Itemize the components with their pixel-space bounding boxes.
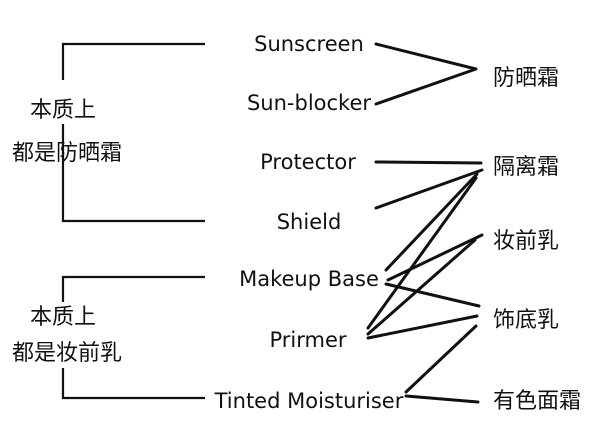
link-line [384, 282, 481, 308]
link-line [386, 233, 484, 282]
left-term-prirmer: Prirmer [269, 328, 346, 352]
left-term-protector: Protector [260, 150, 356, 174]
group-label-primer-line1: 本质上 [30, 305, 96, 330]
left-term-tinted-moisturiser: Tinted Moisturiser [214, 389, 404, 413]
right-term-isolation-cream: 隔离霜 [493, 155, 559, 180]
link-line [374, 42, 478, 71]
right-term-tinted-cream: 有色面霜 [493, 389, 581, 414]
left-term-sun-blocker: Sun-blocker [247, 91, 371, 115]
link-line [366, 238, 477, 336]
group-bracket-primer [61, 275, 205, 400]
link-line [374, 160, 483, 165]
link-line [366, 314, 479, 340]
group-label-sunscreen-line1: 本质上 [30, 98, 96, 123]
left-term-makeup-base: Makeup Base [239, 267, 379, 291]
right-term-sunscreen-cn: 防晒霜 [493, 66, 559, 91]
link-line [374, 67, 478, 106]
link-line [366, 176, 478, 330]
left-term-sunscreen: Sunscreen [254, 32, 364, 56]
link-line [374, 168, 484, 210]
right-term-base-lotion: 饰底乳 [493, 308, 559, 333]
group-label-sunscreen-line2: 都是防晒霜 [12, 141, 122, 166]
left-term-shield: Shield [277, 210, 342, 234]
group-bracket-sunscreen [61, 42, 205, 223]
link-line [404, 394, 480, 404]
right-term-primer-cn: 妆前乳 [493, 229, 559, 254]
link-line [404, 324, 478, 394]
group-label-primer-line2: 都是妆前乳 [12, 341, 122, 366]
link-line [384, 172, 479, 272]
mapping-lines [366, 42, 484, 404]
